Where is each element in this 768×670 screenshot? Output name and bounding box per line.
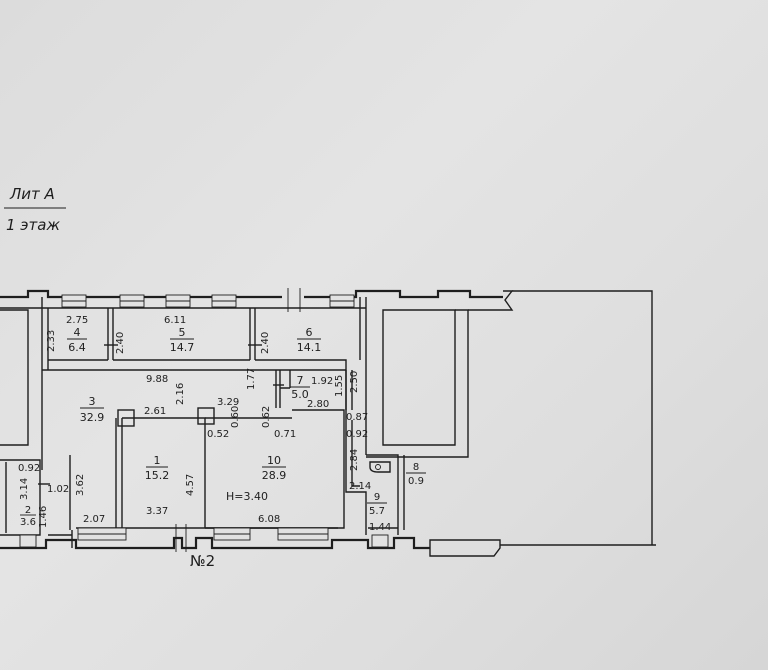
dimension-label: 0.87 bbox=[346, 412, 368, 423]
room-5: 5 14.7 bbox=[170, 326, 195, 354]
room-8: 8 0.9 bbox=[406, 462, 426, 487]
room-7: 7 5.0 bbox=[290, 374, 310, 401]
dimension-label: 2.84 bbox=[349, 449, 360, 471]
room-10: 10 28.9 bbox=[262, 454, 287, 482]
dimension-label: 2.50 bbox=[349, 371, 360, 393]
dimension-label: 2.07 bbox=[83, 514, 105, 525]
svg-text:4: 4 bbox=[74, 326, 81, 339]
svg-text:32.9: 32.9 bbox=[80, 411, 105, 424]
dimension-label: 2.80 bbox=[307, 399, 329, 410]
ceiling-height: H=3.40 bbox=[226, 490, 268, 503]
dimension-label: 1.44 bbox=[369, 522, 391, 533]
svg-text:0.9: 0.9 bbox=[408, 476, 424, 487]
room-2: 2 3.6 bbox=[20, 505, 36, 528]
room-1: 1 15.2 bbox=[145, 454, 170, 482]
dimension-label: 6.11 bbox=[164, 315, 186, 326]
dimension-label: 0.71 bbox=[274, 429, 296, 440]
fixtures bbox=[38, 344, 391, 485]
stairs bbox=[19, 534, 37, 548]
dimension-label: 0.60 bbox=[230, 406, 241, 428]
dimension-label: 9.88 bbox=[146, 374, 168, 385]
svg-text:7: 7 bbox=[297, 374, 304, 387]
room-4: 4 6.4 bbox=[67, 326, 87, 354]
dimension-label: 4.57 bbox=[185, 474, 196, 496]
dimension-label: 2.61 bbox=[144, 406, 166, 417]
stairs bbox=[371, 534, 389, 548]
svg-text:2: 2 bbox=[25, 505, 31, 516]
dimension-label: 1.46 bbox=[38, 506, 49, 528]
svg-text:6.4: 6.4 bbox=[68, 341, 86, 354]
dimension-label: 0.62 bbox=[261, 406, 272, 428]
dimension-label: 3.14 bbox=[19, 478, 30, 500]
room-labels: 1 15.2 2 3.6 3 32.9 4 6.4 5 14.7 6 14.1 bbox=[20, 326, 426, 528]
dimension-label: 1.02 bbox=[47, 484, 69, 495]
dimension-label: 2.33 bbox=[46, 330, 57, 352]
dimension-label: 2.40 bbox=[260, 332, 271, 354]
floor-label: 1 этаж bbox=[6, 216, 60, 234]
dimension-label: 1.77 bbox=[246, 368, 257, 390]
svg-text:6: 6 bbox=[306, 326, 313, 339]
dimension-label: 3.37 bbox=[146, 506, 168, 517]
dimension-label: 2.40 bbox=[115, 332, 126, 354]
svg-text:10: 10 bbox=[267, 454, 281, 467]
dimension-label: 1.55 bbox=[334, 375, 345, 397]
dimension-label: 1.92 bbox=[311, 376, 333, 387]
dimension-label: 2.16 bbox=[175, 383, 186, 405]
svg-text:14.7: 14.7 bbox=[170, 341, 195, 354]
entrance-label: №2 bbox=[190, 552, 215, 570]
plan-header: Лит А 1 этаж bbox=[4, 185, 66, 234]
windows bbox=[19, 288, 389, 552]
svg-text:5.7: 5.7 bbox=[369, 506, 385, 517]
dimension-label: 0.92 bbox=[346, 429, 368, 440]
dimension-label: 0.52 bbox=[207, 429, 229, 440]
dimension-label: 2.75 bbox=[66, 315, 88, 326]
walls bbox=[0, 289, 656, 557]
room-6: 6 14.1 bbox=[297, 326, 322, 354]
room-9: 9 5.7 bbox=[367, 492, 387, 517]
dimension-label: 0.92 bbox=[18, 463, 40, 474]
dimension-label: 6.08 bbox=[258, 514, 280, 525]
svg-text:28.9: 28.9 bbox=[262, 469, 287, 482]
svg-text:9: 9 bbox=[374, 492, 380, 503]
svg-text:5: 5 bbox=[179, 326, 186, 339]
svg-text:5.0: 5.0 bbox=[291, 388, 309, 401]
dimension-labels: 2.75 2.33 6.11 2.40 2.40 9.88 1.77 1.92 … bbox=[18, 315, 391, 533]
dimension-label: 3.62 bbox=[75, 474, 86, 496]
toilet-icon bbox=[369, 461, 391, 473]
svg-text:15.2: 15.2 bbox=[145, 469, 170, 482]
svg-text:8: 8 bbox=[413, 462, 419, 473]
svg-text:14.1: 14.1 bbox=[297, 341, 322, 354]
dimension-label: 2.14 bbox=[349, 481, 371, 492]
svg-text:3.6: 3.6 bbox=[20, 517, 36, 528]
dimension-label: 3.29 bbox=[217, 397, 239, 408]
svg-text:1: 1 bbox=[154, 454, 161, 467]
svg-text:3: 3 bbox=[89, 395, 96, 408]
lit-label: Лит А bbox=[9, 185, 55, 203]
room-3: 3 32.9 bbox=[80, 395, 105, 424]
